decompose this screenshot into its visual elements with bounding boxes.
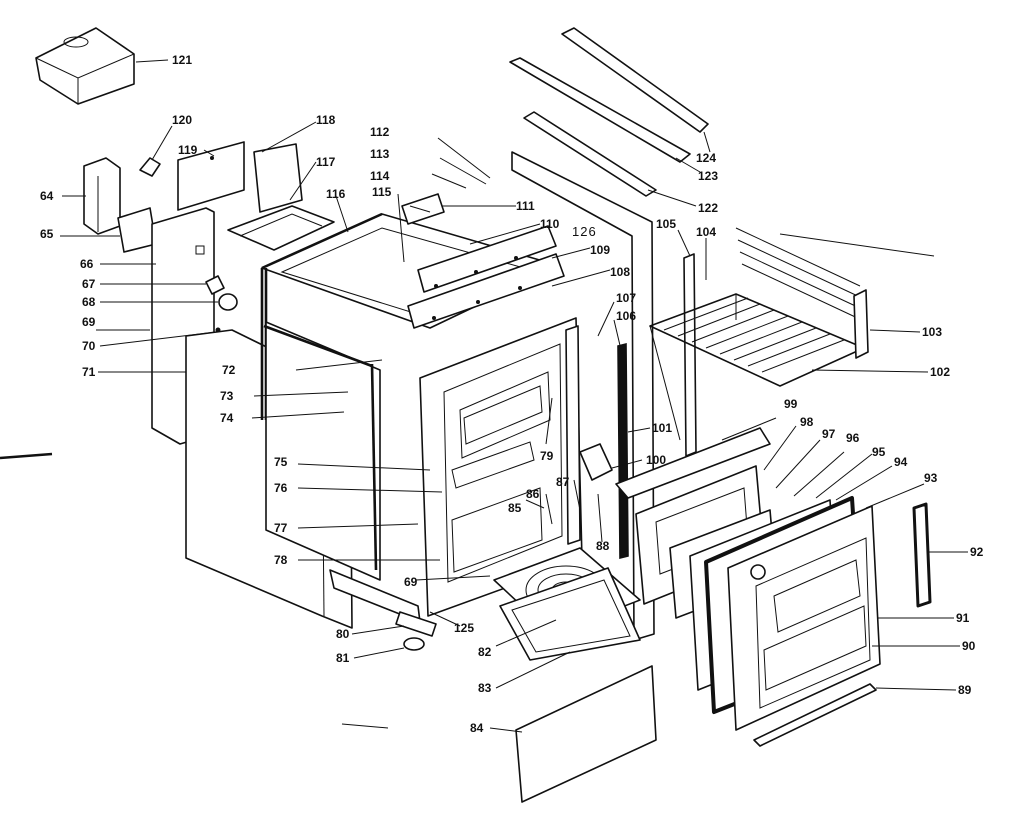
- callout-104: 104: [696, 225, 716, 239]
- callout-72: 72: [222, 363, 236, 377]
- callout-81: 81: [336, 651, 350, 665]
- callout-84: 84: [470, 721, 484, 735]
- callout-107: 107: [616, 291, 636, 305]
- callout-78: 78: [274, 553, 288, 567]
- callout-109: 109: [590, 243, 610, 257]
- callout-121: 121: [172, 53, 192, 67]
- top-trim-strips: [509, 27, 711, 207]
- callout-67: 67: [82, 277, 96, 291]
- callout-126: 126: [572, 224, 597, 239]
- leader-lines: [251, 137, 611, 733]
- callout-105: 105: [656, 217, 676, 231]
- back-panel-plate: [177, 141, 245, 211]
- callout-91: 91: [956, 611, 970, 625]
- callout-103: 103: [922, 325, 942, 339]
- callout-82: 82: [478, 645, 492, 659]
- callout-95: 95: [872, 445, 886, 459]
- side-brackets: [60, 157, 157, 253]
- stray-mark: [341, 723, 389, 729]
- callout-113: 113: [370, 147, 390, 161]
- callout-100: 100: [646, 453, 666, 467]
- callout-119: 119: [178, 143, 198, 157]
- duct-assembly: [227, 121, 335, 251]
- callout-76: 76: [274, 481, 288, 495]
- callout-112: 112: [370, 125, 390, 139]
- clip-part: [139, 125, 173, 177]
- callout-68: 68: [82, 295, 96, 309]
- callout-88: 88: [596, 539, 610, 553]
- callout-69b: 69: [404, 575, 418, 589]
- callout-97: 97: [822, 427, 836, 441]
- callout-111: 111: [516, 199, 535, 213]
- callout-118: 118: [316, 113, 336, 127]
- callout-74: 74: [220, 411, 234, 425]
- callout-80: 80: [336, 627, 350, 641]
- callout-83: 83: [478, 681, 492, 695]
- callout-125: 125: [454, 621, 474, 635]
- callout-90: 90: [962, 639, 976, 653]
- callout-116: 116: [326, 187, 346, 201]
- callout-86: 86: [526, 487, 540, 501]
- callout-85: 85: [508, 501, 522, 515]
- callout-99: 99: [784, 397, 798, 411]
- callout-75: 75: [274, 455, 288, 469]
- door-hinge-parts: [545, 301, 651, 560]
- callout-70: 70: [82, 339, 96, 353]
- callout-106: 106: [616, 309, 636, 323]
- callout-64: 64: [40, 189, 54, 203]
- callout-77: 77: [274, 521, 288, 535]
- callout-89: 89: [958, 683, 972, 697]
- oven-door-assembly: [615, 417, 968, 747]
- callout-96: 96: [846, 431, 860, 445]
- callout-120: 120: [172, 113, 192, 127]
- callout-115: 115: [372, 185, 392, 199]
- lamp-parts: [100, 275, 238, 311]
- top-cover-part: [35, 27, 169, 105]
- oven-racks: [649, 227, 935, 457]
- callout-110: 110: [540, 217, 560, 231]
- callout-102: 102: [930, 365, 950, 379]
- callout-108: 108: [610, 265, 630, 279]
- callout-79: 79: [540, 449, 554, 463]
- callout-98: 98: [800, 415, 814, 429]
- oven-cabinet: [260, 151, 657, 803]
- callout-114: 114: [370, 169, 390, 183]
- callout-66: 66: [80, 257, 94, 271]
- callout-123: 123: [698, 169, 718, 183]
- callout-labels: 121 120 119 118 117 116 115 114 113 112 111 110 126 1…: [40, 53, 984, 735]
- callout-73: 73: [220, 389, 234, 403]
- callout-101: 101: [652, 421, 672, 435]
- callout-117: 117: [316, 155, 336, 169]
- callout-93: 93: [924, 471, 938, 485]
- callout-71: 71: [82, 365, 96, 379]
- callout-92: 92: [970, 545, 984, 559]
- callout-87: 87: [556, 475, 570, 489]
- callout-65: 65: [40, 227, 54, 241]
- callout-124: 124: [696, 151, 716, 165]
- callout-69a: 69: [82, 315, 96, 329]
- callout-122: 122: [698, 201, 718, 215]
- callout-94: 94: [894, 455, 908, 469]
- stray-mark: [0, 452, 53, 460]
